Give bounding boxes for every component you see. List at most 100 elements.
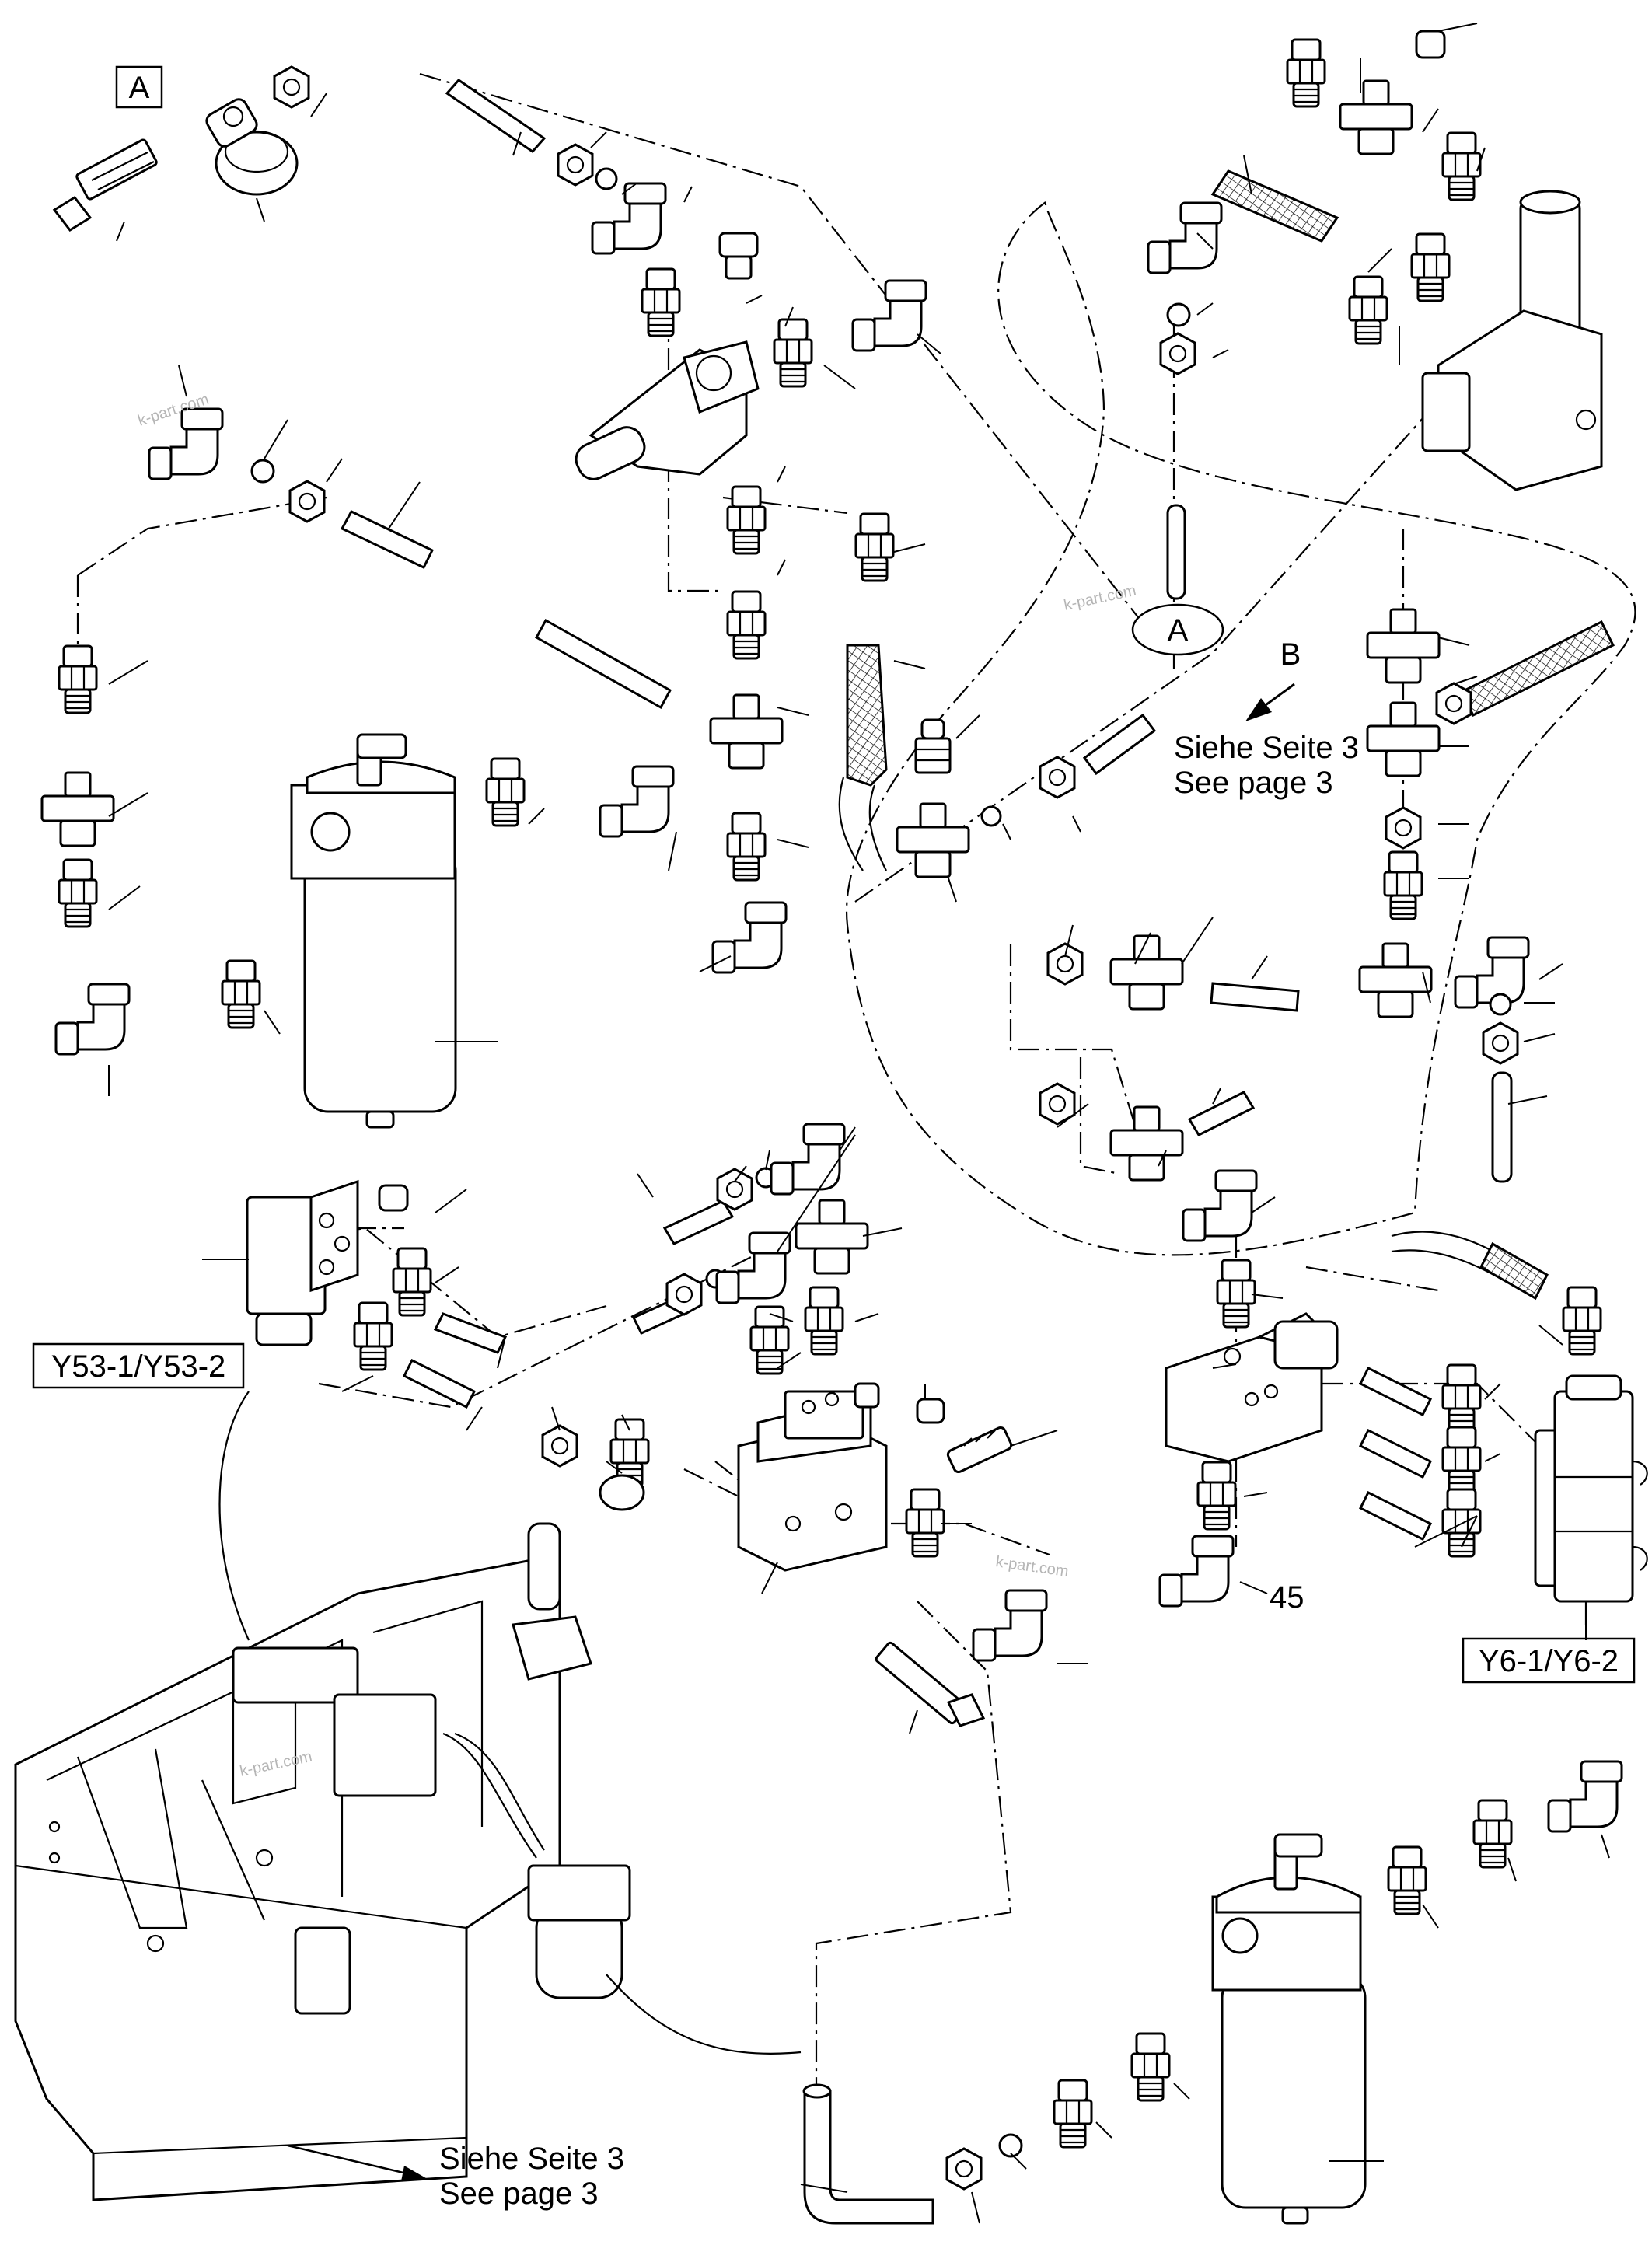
elbow-mr [1182,1169,1258,1242]
filter-left [290,733,457,1129]
fitting-tr1 [1286,38,1326,108]
svg-text:Siehe Seite 3: Siehe Seite 3 [439,2142,624,2176]
manifold-block-top [575,340,760,480]
tee-col [709,693,784,770]
callout-a-ellipse: A [1131,504,1224,656]
svg-text:k-part.com: k-part.com [994,1553,1070,1580]
valve-y53 [246,1179,359,1346]
elbow-mid-upper [770,1123,846,1196]
bolt-a [52,138,158,232]
tube-y6-3 [1358,1490,1433,1541]
callout-b: B [1245,637,1301,721]
fitting-br4 [1472,1799,1513,1869]
fitting-rb [1196,1461,1237,1531]
elbow-top [591,182,667,255]
fitting-tr4 [1348,275,1388,345]
elbow-col [711,901,788,974]
callout-a: A [115,65,163,109]
cap-y53 [378,1184,409,1212]
nut-top [557,143,594,187]
callout-y53: Y53-1/Y53-2 [32,1342,245,1389]
fitting-br1 [1053,2079,1093,2149]
manifold-block-right [1165,1312,1339,1463]
elbow-left2 [54,983,131,1056]
reference-right: Siehe Seite 3 See page 3 [1174,731,1359,800]
filter-right [1211,1833,1367,2225]
fitting-br3 [1387,1845,1427,1915]
clamp-a [205,98,299,196]
fitting-top [641,267,681,337]
svg-text:A: A [129,71,150,105]
nut-mid-lower [665,1273,703,1316]
label-45: 45 [1270,1580,1304,1615]
svg-text:B: B [1280,637,1301,672]
tube-y53-1 [433,1312,508,1354]
ring-mid [980,805,1002,827]
tube-y53-2 [402,1358,477,1409]
leader-lines [108,23,1610,2224]
tee-right2 [1366,701,1441,777]
svg-text:Y53-1/Y53-2: Y53-1/Y53-2 [51,1349,226,1384]
threaded-pin [946,1426,1013,1474]
fitting-filter-left [485,757,526,827]
ring-top [595,167,618,190]
cap-tr [1415,30,1446,59]
nut-a [273,65,310,109]
elbow-filter-left [599,765,675,838]
ring-right [1489,993,1512,1016]
nut-left [288,480,326,523]
fitting-mid1 [773,318,813,388]
washer-block-left [599,1474,645,1511]
fitting-tr2 [1441,131,1482,201]
svg-text:Y6-1/Y6-2: Y6-1/Y6-2 [1479,1644,1619,1678]
tube-left2 [534,618,672,710]
frame-components [232,1522,631,2015]
tube-top [445,79,547,153]
fitting-left3 [221,959,261,1029]
nut-mid-upper [716,1168,753,1211]
nut-right2 [1385,806,1422,850]
tee-mid [896,802,970,878]
nut-br [945,2147,983,2191]
tube-mid-upper [662,1199,735,1245]
nut-right1 [1435,682,1472,725]
tee-left [40,771,115,847]
fitting-col2 [726,590,767,660]
tee-right3 [1358,942,1433,1018]
nut-block-left [541,1424,578,1468]
fitting-tr3 [1410,232,1451,302]
svg-text:k-part.com: k-part.com [1062,582,1137,614]
bolt-bottom [875,1641,986,1727]
elbow-block-right [972,1589,1048,1662]
svg-text:Siehe Seite 3: Siehe Seite 3 [1174,731,1359,765]
fitting-mid-upper [804,1286,844,1356]
tee-mr2 [1109,1105,1184,1182]
elbow-mid-lower [715,1231,791,1304]
plug-top [718,232,759,280]
tube-mr1 [1210,982,1300,1012]
ring-br [998,2133,1023,2158]
fitting-y6-1 [1441,1363,1482,1433]
fitting-y53-2 [353,1301,393,1371]
tee-tr [1339,79,1413,155]
watermark-layer: k-part.com k-part.com k-part.com k-part.… [136,391,1138,1780]
fitting-col3 [726,812,767,882]
return-pipe [802,2083,934,2225]
svg-text:See page 3: See page 3 [439,2177,599,2211]
fitting-y6-2 [1441,1426,1482,1496]
elbow-mid1 [851,279,927,352]
hose-mid [838,512,895,871]
tube-mid [1082,713,1157,776]
fitting-mr [1216,1259,1256,1329]
detail-curve-upper [218,1391,250,1641]
svg-text:A: A [1168,613,1189,648]
fitting-col1 [726,485,767,555]
elbow-right [1454,936,1530,1009]
tube-right [1491,1071,1513,1183]
fitting-mid-lower [749,1305,790,1375]
detail-curve-lower [606,1974,802,2055]
fitting-left1 [58,644,98,714]
valve-y6 [1534,1374,1648,1625]
fitting-right1 [1383,850,1423,920]
hose-right-lower [1391,1231,1602,1356]
